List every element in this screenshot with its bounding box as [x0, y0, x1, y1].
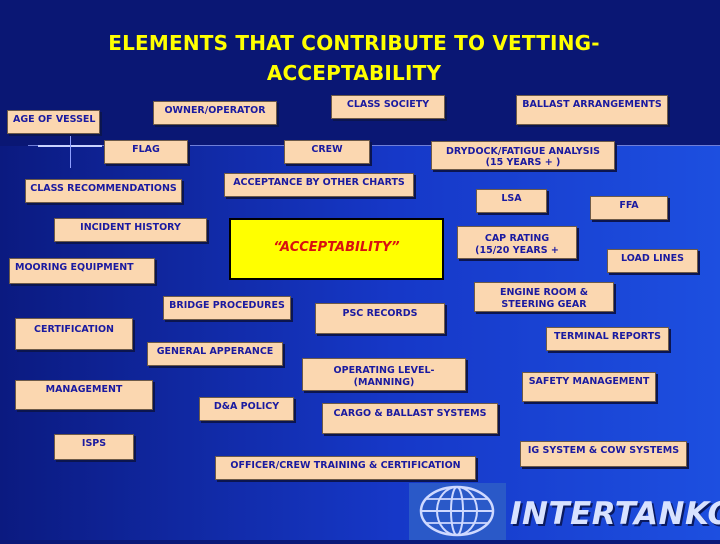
box-operating-line-2: (MANNING) — [353, 376, 415, 388]
box-cap-line-1: CAP RATING — [484, 233, 550, 244]
decorative-line — [28, 145, 720, 146]
box-class-recommendations: CLASS RECOMMENDATIONS — [25, 179, 182, 203]
box-terminal-reports: TERMINAL REPORTS — [546, 327, 669, 351]
box-drydock-line-2: (15 YEARS + ) — [485, 157, 561, 168]
box-load-lines: LOAD LINES — [607, 249, 698, 273]
decorative-crosshair — [70, 128, 71, 168]
box-cargo-ballast-systems: CARGO & BALLAST SYSTEMS — [322, 403, 498, 434]
box-acceptance-other-charts: ACCEPTANCE BY OTHER CHARTS — [224, 173, 414, 197]
box-lsa: LSA — [476, 189, 547, 213]
box-age-of-vessel: AGE OF VESSEL — [7, 110, 100, 134]
intertanko-logo-text: INTERTANKO — [510, 496, 720, 532]
title-line-2: ACCEPTABILITY — [266, 61, 442, 85]
box-psc-records: PSC RECORDS — [315, 303, 445, 334]
box-isps: ISPS — [54, 434, 134, 460]
box-crew: CREW — [284, 140, 370, 164]
box-engine-room: ENGINE ROOM & STEERING GEAR — [474, 282, 614, 312]
box-officer-crew-training: OFFICER/CREW TRAINING & CERTIFICATION — [215, 456, 476, 480]
box-operating-level: OPERATING LEVEL- (MANNING) — [302, 358, 466, 391]
box-general-apperance: GENERAL APPERANCE — [147, 342, 283, 366]
box-management: MANAGEMENT — [15, 380, 153, 410]
box-ffa: FFA — [590, 196, 668, 220]
page-title: ELEMENTS THAT CONTRIBUTE TO VETTING- ACC… — [40, 28, 668, 88]
box-certification: CERTIFICATION — [15, 318, 133, 350]
box-incident-history: INCIDENT HISTORY — [54, 218, 207, 242]
box-flag: FLAG — [104, 140, 188, 164]
box-cap-rating: CAP RATING (15/20 YEARS + — [457, 226, 577, 259]
box-ballast-arrangements: BALLAST ARRANGEMENTS — [516, 95, 668, 125]
box-cap-line-2: (15/20 YEARS + — [475, 244, 559, 256]
box-bridge-procedures: BRIDGE PROCEDURES — [163, 296, 291, 320]
title-line-1: ELEMENTS THAT CONTRIBUTE TO VETTING- — [108, 31, 600, 55]
box-class-society: CLASS SOCIETY — [331, 95, 445, 119]
box-drydock-fatigue: DRYDOCK/FATIGUE ANALYSIS (15 YEARS + ) — [431, 141, 615, 170]
box-da-policy: D&A POLICY — [199, 397, 294, 421]
box-operating-line-1: OPERATING LEVEL- — [333, 365, 435, 376]
box-mooring-equipment: MOORING EQUIPMENT — [9, 258, 155, 284]
box-drydock-line-1: DRYDOCK/FATIGUE ANALYSIS — [446, 145, 600, 157]
center-acceptability: “ACCEPTABILITY” — [229, 218, 444, 280]
box-safety-management: SAFETY MANAGEMENT — [522, 372, 656, 402]
box-engine-line-2: STEERING GEAR — [501, 298, 587, 310]
box-owner-operator: OWNER/OPERATOR — [153, 101, 277, 125]
box-engine-line-1: ENGINE ROOM & — [499, 287, 589, 298]
globe-icon — [419, 485, 495, 537]
intertanko-globe-icon — [409, 483, 506, 540]
box-ig-system: IG SYSTEM & COW SYSTEMS — [520, 441, 687, 467]
